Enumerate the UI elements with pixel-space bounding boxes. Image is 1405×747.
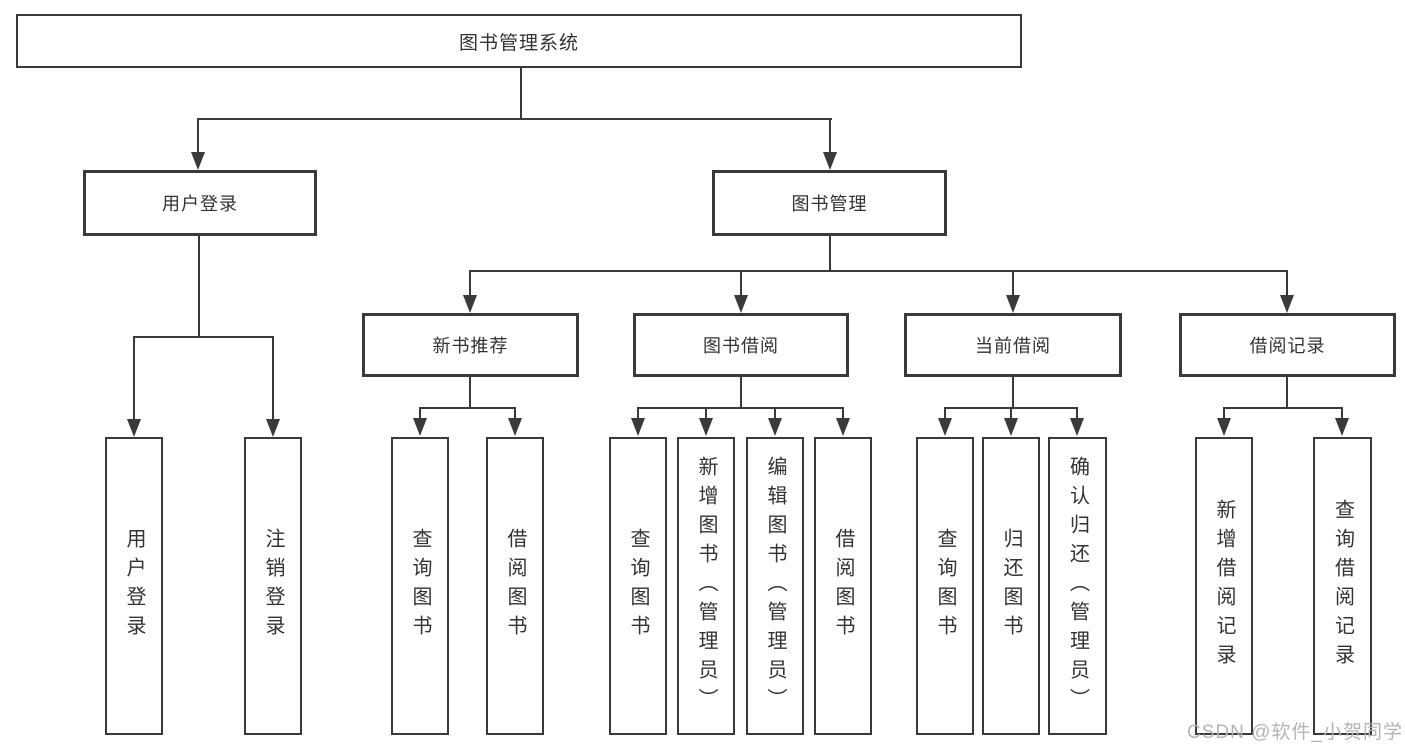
- arrow-down-icon: [1217, 418, 1231, 436]
- connector-book-borrowing-stem: [740, 377, 742, 408]
- leaf-borrow-books-recommend: 借阅图书: [486, 437, 544, 735]
- connector-drop-book-borrowing: [740, 270, 742, 296]
- node-book-borrowing: 图书借阅: [633, 313, 849, 377]
- leaf-confirm-return-admin-label: 确认归还（管理员）: [1066, 455, 1089, 717]
- node-user-login: 用户登录: [83, 170, 317, 236]
- leaf-return-books-label: 归还图书: [1000, 528, 1022, 644]
- leaf-query-borrow-record-label: 查询借阅记录: [1331, 499, 1354, 673]
- arrow-down-icon: [734, 295, 748, 313]
- connector-drop-user-login: [197, 118, 199, 154]
- leaf-edit-books-admin-label: 编辑图书（管理员）: [764, 455, 786, 717]
- leaf-return-books: 归还图书: [982, 437, 1040, 735]
- connector-drop: [514, 407, 516, 419]
- leaf-query-books-borrowing: 查询图书: [609, 437, 667, 735]
- connector-drop-leaf-user-login: [133, 336, 135, 420]
- arrow-down-icon: [463, 295, 477, 313]
- arrow-down-icon: [836, 418, 850, 436]
- arrow-down-icon: [191, 152, 205, 170]
- connector-drop: [1223, 407, 1225, 419]
- leaf-add-borrow-record: 新增借阅记录: [1195, 437, 1253, 735]
- connector-borrow-records-hline: [1223, 407, 1343, 409]
- node-root-label: 图书管理系统: [458, 32, 579, 54]
- leaf-add-books-admin: 新增图书（管理员）: [677, 437, 735, 735]
- arrow-down-icon: [768, 418, 782, 436]
- leaf-query-books-recommend-label: 查询图书: [409, 528, 431, 644]
- node-current-borrowing-label: 当前借阅: [975, 336, 1051, 356]
- arrow-down-icon: [823, 152, 837, 170]
- leaf-query-borrow-record: 查询借阅记录: [1313, 437, 1372, 735]
- leaf-query-books-current: 查询图书: [916, 437, 974, 735]
- node-book-management-label: 图书管理: [791, 194, 868, 214]
- node-book-borrowing-label: 图书借阅: [703, 336, 779, 356]
- connector-borrow-records-stem: [1286, 377, 1288, 408]
- leaf-add-books-admin-label: 新增图书（管理员）: [695, 455, 717, 717]
- arrow-down-icon: [1004, 418, 1018, 436]
- connector-drop-new-book: [469, 270, 471, 296]
- node-new-book-recommend-label: 新书推荐: [432, 336, 509, 356]
- connector-new-book-hline: [419, 407, 516, 409]
- connector-drop-leaf-logout: [272, 336, 274, 420]
- connector-root-hline: [197, 118, 832, 120]
- connector-user-login-hline: [133, 336, 274, 338]
- connector-drop: [705, 407, 707, 419]
- connector-current-borrowing-stem: [1012, 377, 1014, 408]
- connector-book-borrowing-hline: [637, 407, 844, 409]
- connector-drop-current-borrowing: [1012, 270, 1014, 296]
- connector-new-book-stem: [469, 377, 471, 408]
- csdn-watermark: CSDN @软件_小贺同学: [1187, 722, 1403, 743]
- arrow-down-icon: [266, 419, 280, 437]
- leaf-logout: 注销登录: [244, 437, 302, 735]
- arrow-down-icon: [1006, 295, 1020, 313]
- arrow-down-icon: [127, 419, 141, 437]
- connector-user-login-stem: [198, 236, 200, 337]
- arrow-down-icon: [413, 418, 427, 436]
- leaf-add-borrow-record-label: 新增借阅记录: [1213, 499, 1235, 673]
- leaf-query-books-borrowing-label: 查询图书: [627, 528, 649, 644]
- leaf-confirm-return-admin: 确认归还（管理员）: [1048, 437, 1107, 735]
- connector-drop-book-management: [829, 118, 831, 154]
- leaf-logout-label: 注销登录: [262, 528, 284, 644]
- leaf-borrow-books-borrowing-label: 借阅图书: [832, 528, 854, 644]
- arrow-down-icon: [1335, 418, 1349, 436]
- arrow-down-icon: [938, 418, 952, 436]
- node-borrow-records: 借阅记录: [1179, 313, 1396, 377]
- connector-drop: [419, 407, 421, 419]
- connector-root-stem: [520, 68, 522, 119]
- arrow-down-icon: [1070, 418, 1084, 436]
- arrow-down-icon: [1280, 295, 1294, 313]
- leaf-user-login: 用户登录: [105, 437, 163, 735]
- connector-drop: [1341, 407, 1343, 419]
- connector-drop: [944, 407, 946, 419]
- leaf-query-books-current-label: 查询图书: [934, 528, 956, 644]
- connector-drop: [1076, 407, 1078, 419]
- node-user-login-label: 用户登录: [162, 194, 238, 214]
- connector-drop: [842, 407, 844, 419]
- connector-drop: [774, 407, 776, 419]
- node-borrow-records-label: 借阅记录: [1249, 336, 1326, 356]
- arrow-down-icon: [699, 418, 713, 436]
- leaf-user-login-label: 用户登录: [123, 528, 145, 644]
- connector-book-management-hline: [469, 270, 1288, 272]
- arrow-down-icon: [631, 418, 645, 436]
- leaf-borrow-books-borrowing: 借阅图书: [814, 437, 872, 735]
- connector-drop: [1010, 407, 1012, 419]
- leaf-edit-books-admin: 编辑图书（管理员）: [746, 437, 804, 735]
- node-book-management: 图书管理: [712, 170, 947, 236]
- connector-book-management-stem: [829, 236, 831, 272]
- node-current-borrowing: 当前借阅: [904, 313, 1122, 377]
- connector-drop-borrow-records: [1286, 270, 1288, 296]
- connector-drop: [637, 407, 639, 419]
- arrow-down-icon: [508, 418, 522, 436]
- leaf-query-books-recommend: 查询图书: [391, 437, 449, 735]
- leaf-borrow-books-recommend-label: 借阅图书: [504, 528, 526, 644]
- node-root: 图书管理系统: [16, 14, 1022, 68]
- node-new-book-recommend: 新书推荐: [362, 313, 579, 377]
